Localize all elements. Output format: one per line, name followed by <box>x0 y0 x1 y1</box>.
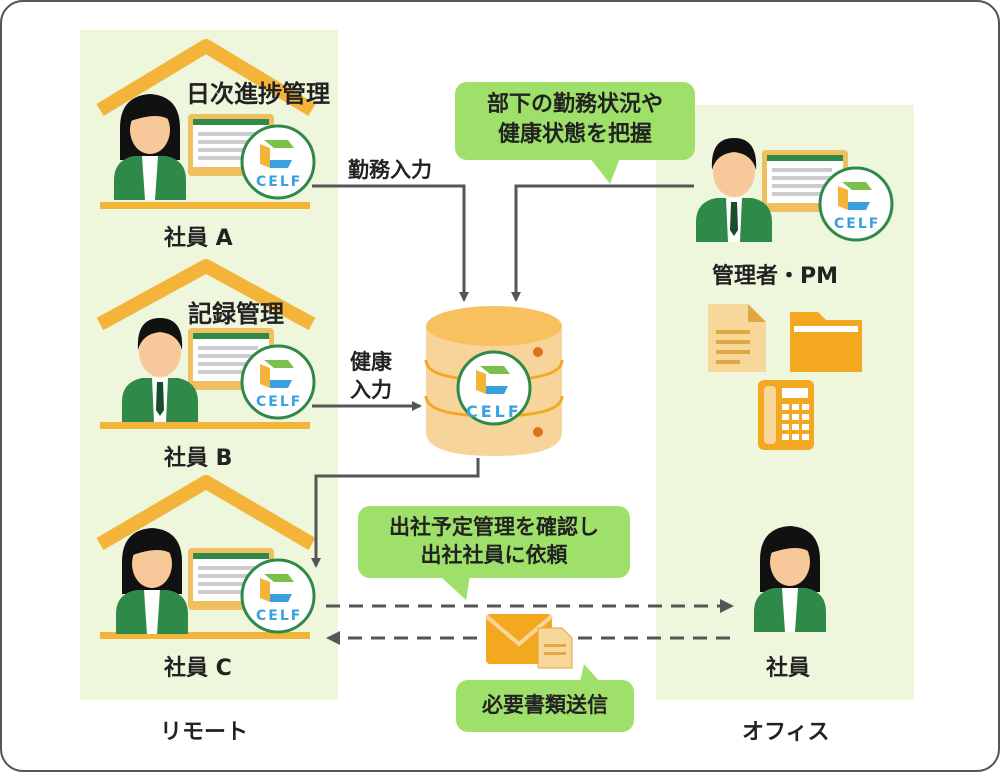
arrow-attendance-input <box>312 184 469 302</box>
phone-icon <box>758 380 814 450</box>
bubble-office-schedule-line2: 出社社員に依頼 <box>420 543 568 567</box>
employee-a-label: 社員 A <box>164 226 233 251</box>
arrow-manager-to-db <box>511 184 694 302</box>
bubble-manager-view <box>455 82 695 184</box>
house-employee-c <box>96 475 316 639</box>
house-employee-a <box>96 39 316 209</box>
attendance-input-label: 勤務入力 <box>348 158 432 182</box>
logo-text-manager: CELF <box>834 216 881 232</box>
bubble-manager-view-line1: 部下の勤務状況や <box>486 92 663 117</box>
logo-text-b: CELF <box>256 394 303 410</box>
folder-icon <box>790 312 862 372</box>
office-employee-label: 社員 <box>766 656 811 681</box>
logo-text-c: CELF <box>256 608 303 624</box>
logo-text-a: CELF <box>256 174 303 190</box>
health-input-label-2: 入力 <box>350 378 392 402</box>
employee-c-label: 社員 C <box>164 656 232 681</box>
house-employee-b <box>96 259 316 429</box>
employee-b-label: 社員 B <box>164 446 233 471</box>
task-label-a: 日次進捗管理 <box>186 80 330 108</box>
bubble-office-schedule <box>358 506 630 600</box>
office-employee-figure <box>754 526 826 632</box>
bubble-manager-view-line2: 健康状態を把握 <box>497 122 652 147</box>
logo-text-database: CELF <box>466 402 522 421</box>
bubble-send-docs-text: 必要書類送信 <box>482 693 608 717</box>
task-label-b: 記録管理 <box>188 300 284 328</box>
database-icon <box>424 306 564 456</box>
mail-icon <box>484 614 573 669</box>
remote-zone-label: リモート <box>160 720 249 745</box>
document-icon <box>708 304 766 372</box>
office-zone-label: オフィス <box>742 720 830 745</box>
health-input-label-1: 健康 <box>350 350 392 374</box>
manager-label: 管理者・PM <box>712 264 839 289</box>
bubble-send-docs <box>456 664 634 732</box>
bubble-office-schedule-line1: 出社予定管理を確認し <box>389 515 599 539</box>
arrow-db-to-employee-c <box>311 458 480 568</box>
